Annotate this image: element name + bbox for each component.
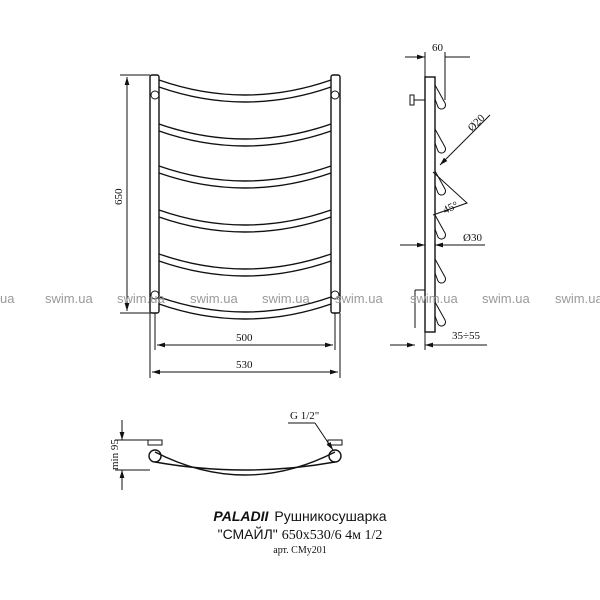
watermark-text: ua (0, 291, 15, 306)
towel-bar (158, 253, 332, 270)
watermark-text: swim.ua (555, 291, 600, 306)
towel-bar (158, 216, 332, 233)
towel-bar (158, 86, 332, 103)
bar-profile (434, 301, 446, 327)
bar-profile (434, 214, 446, 240)
watermark-text: swim.ua (117, 291, 165, 306)
dim-height: 650 (113, 188, 125, 205)
dim-angle: 45° (441, 199, 460, 216)
caption-line-2: "СМАЙЛ"650x530/6 4м 1/2 (0, 526, 600, 544)
watermark-text: swim.ua (482, 291, 530, 306)
towel-bar (158, 172, 332, 189)
dim-wall-offset: 35÷55 (452, 330, 481, 342)
top-view: min 95 G 1/2" (109, 410, 343, 490)
towel-bar (158, 123, 332, 140)
front-view: 650 500 530 (113, 74, 341, 378)
product-type: Рушникосушарка (274, 508, 387, 524)
watermark-row: ua swim.ua swim.ua swim.ua swim.ua swim.… (0, 291, 600, 306)
dim-outer-width: 530 (236, 359, 253, 371)
thread-label: G 1/2" (290, 410, 319, 422)
watermark-text: swim.ua (410, 291, 458, 306)
dim-min-offset: min 95 (109, 439, 121, 470)
bar-profile (434, 128, 446, 154)
towel-bar (158, 209, 332, 226)
article-number: арт. CMy201 (273, 545, 327, 556)
watermark-text: swim.ua (262, 291, 310, 306)
dim-depth: 60 (432, 42, 444, 54)
towel-bar (158, 260, 332, 277)
caption-line-1: PALADII Рушникосушарка (0, 508, 600, 524)
towel-bar (158, 130, 332, 147)
dim-inner-width: 500 (236, 332, 253, 344)
dim-rail-diameter: Ø30 (463, 232, 482, 244)
towel-bar (158, 296, 332, 313)
model-spec: 650x530/6 4м 1/2 (281, 528, 383, 543)
bar-profile (434, 84, 446, 110)
towel-bar (158, 303, 332, 320)
towel-bar (158, 79, 332, 96)
brand-name: PALADII (213, 508, 269, 524)
watermark-text: swim.ua (335, 291, 383, 306)
bar-profile (434, 170, 446, 196)
dim-bar-diameter: Ø20 (466, 112, 488, 134)
watermark-text: swim.ua (45, 291, 93, 306)
model-name: "СМАЙЛ" (217, 526, 278, 542)
towel-bar (158, 165, 332, 182)
watermark-text: swim.ua (190, 291, 238, 306)
bar-profile (434, 258, 446, 284)
